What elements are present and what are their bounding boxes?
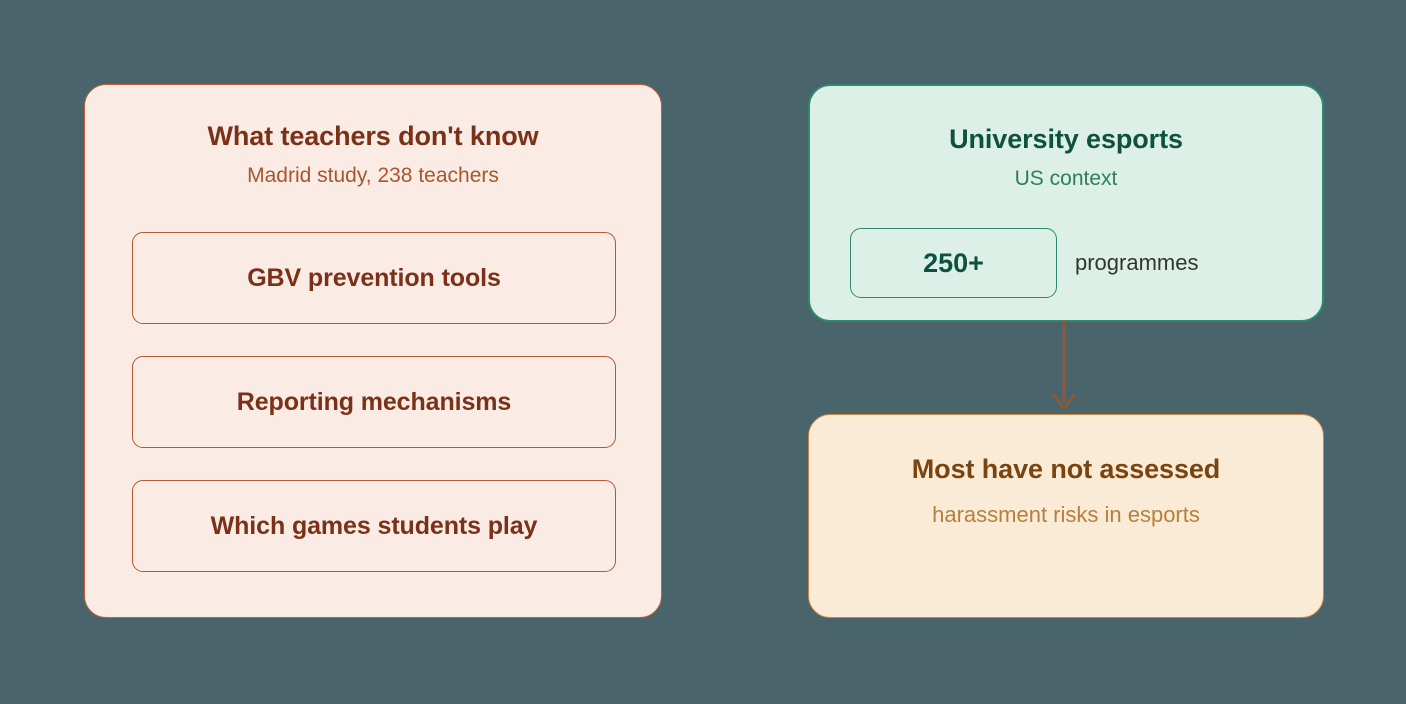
arrow-down-icon [1051,320,1077,411]
stat-chip-programmes-count[interactable]: 250+ [850,228,1057,298]
card-university-esports: University esports US context 250+ progr… [808,84,1324,322]
list-item-gbv-prevention-tools[interactable]: GBV prevention tools [132,232,616,324]
knowledge-gap-list: GBV prevention tools Reporting mechanism… [132,232,616,572]
list-item-label: Which games students play [210,511,538,540]
card-what-teachers-dont-know: What teachers don't know Madrid study, 2… [84,84,662,618]
card-title-esports: University esports [949,124,1183,154]
list-item-label: Reporting mechanisms [236,387,512,416]
stat-block: 250+ programmes [850,228,1198,298]
list-item-label: GBV prevention tools [247,263,501,292]
card-subtitle-risk: harassment risks in esports [932,502,1200,527]
card-title-risk: Most have not assessed [911,454,1221,484]
stat-label: programmes [1075,250,1199,275]
card-title-teachers: What teachers don't know [207,121,539,151]
card-subtitle-teachers: Madrid study, 238 teachers [247,164,499,187]
stat-value: 250+ [923,247,984,278]
list-item-reporting-mechanisms[interactable]: Reporting mechanisms [132,356,616,448]
card-subtitle-esports: US context [1014,167,1118,190]
list-item-which-games-students-play[interactable]: Which games students play [132,480,616,572]
card-most-have-not-assessed: Most have not assessed harassment risks … [808,414,1324,618]
